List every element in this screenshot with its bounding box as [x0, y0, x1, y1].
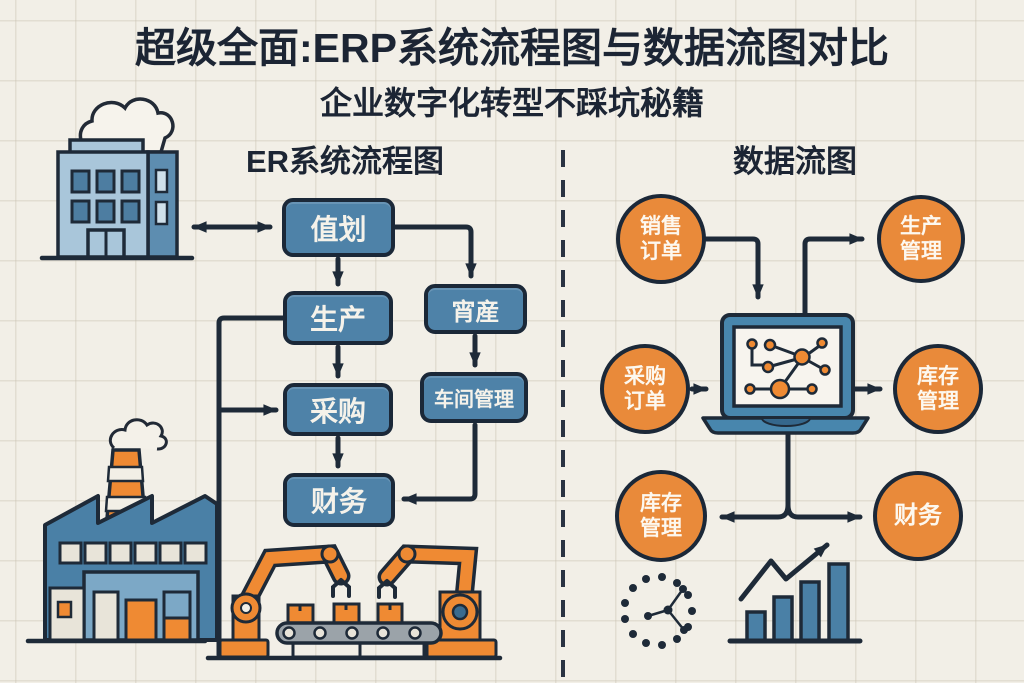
left-flow-connectors: [191, 221, 481, 658]
arrow-laptop-production: [802, 233, 865, 316]
node-production-mgmt: 生产 管理: [877, 195, 965, 283]
growth-arrow-icon: [738, 542, 830, 602]
node-inventory-mgmt-right: 库存 管理: [893, 344, 983, 434]
arrow-split-finance: [785, 502, 863, 523]
line-factory-feedback: [216, 315, 286, 658]
node-finance: 财务: [873, 471, 963, 561]
node-inventory-mgmt-bottom: 库存 管理: [615, 470, 707, 562]
office-building-icon: [39, 97, 195, 261]
chimney-smoke-icon: [108, 418, 168, 451]
node-sales-order: 销售 订单: [616, 194, 706, 284]
factory-icon: [25, 418, 219, 644]
flow-box-purchase: 采购: [283, 383, 393, 436]
dotted-circle-network-icon: [621, 573, 696, 649]
flow-box-production: 生产: [283, 291, 393, 345]
arrow-shopfloor-finance: [401, 422, 478, 505]
conveyor-belt-icon: [205, 602, 503, 661]
arrow-sales-laptop: [703, 236, 764, 300]
right-panel-heading: 数据流图: [733, 144, 857, 179]
growth-bar-chart-icon: [727, 542, 863, 644]
flow-box-plan: 值划: [282, 198, 395, 257]
node-purchase-order: 采购 订单: [600, 344, 690, 434]
flow-box-finance: 财务: [283, 473, 395, 527]
arrow-split-inventory: [719, 502, 791, 523]
flow-box-shopfloor: 车间管理: [420, 372, 528, 423]
arrow-plan-asset: [392, 224, 477, 279]
right-flow-connectors: [689, 233, 883, 523]
flow-box-asset: 宵産: [424, 284, 527, 334]
laptop-network-icon: [701, 313, 870, 435]
page-subtitle: 企业数字化转型不踩坑秘籍: [319, 85, 704, 121]
page-title: 超级全面:ERP系统流程图与数据流图对比: [135, 25, 889, 71]
left-panel-heading: ER系统流程图: [245, 144, 445, 179]
